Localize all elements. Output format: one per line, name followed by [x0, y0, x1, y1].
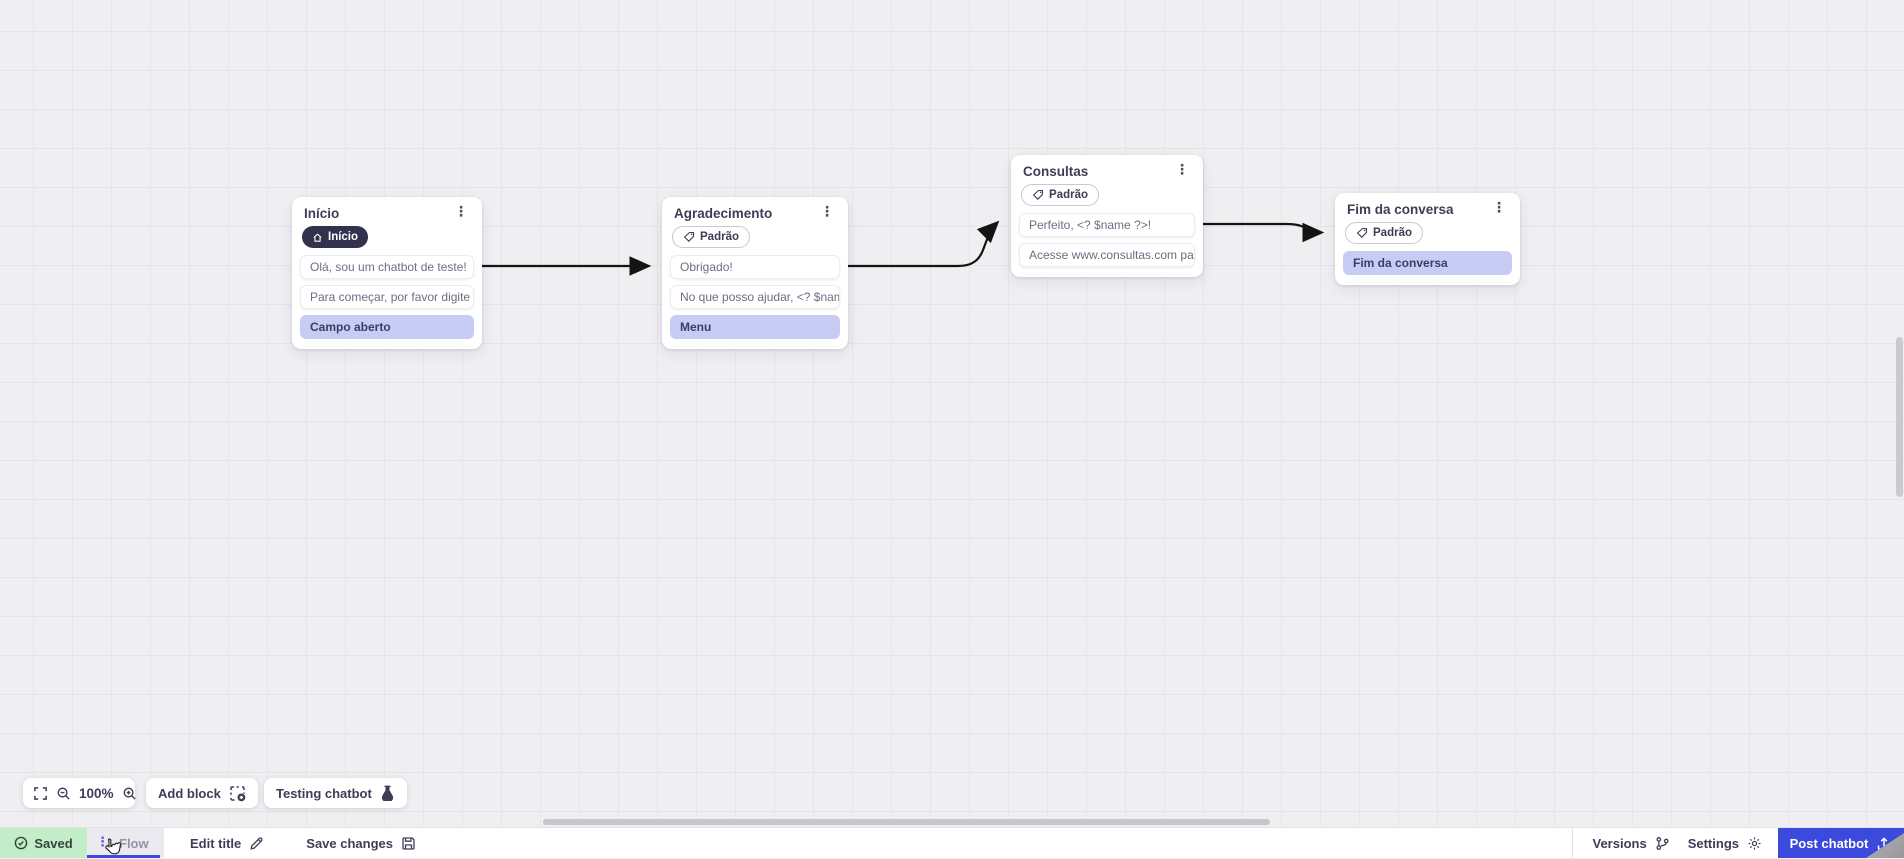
branch-icon: [1656, 836, 1669, 850]
home-icon: [313, 232, 322, 242]
fullscreen-icon: [34, 786, 47, 800]
message-card[interactable]: Para começar, por favor digite o ...: [300, 285, 474, 309]
save-icon: [402, 836, 415, 850]
post-chatbot-button[interactable]: Post chatbot: [1778, 828, 1904, 858]
zoom-out-icon: [57, 787, 70, 800]
node-header: Fim da conversa ⋮: [1343, 201, 1512, 218]
flow-node-agradecimento[interactable]: Agradecimento ⋮ Padrão Obrigado! No que …: [662, 197, 848, 349]
zoom-out-button[interactable]: [56, 786, 71, 801]
input-card[interactable]: Menu: [670, 315, 840, 339]
edge-consultas-fim: [1203, 222, 1325, 243]
badge-label: Padrão: [700, 231, 739, 243]
horizontal-scrollbar[interactable]: [543, 819, 1270, 825]
node-type-badge: Padrão: [1021, 184, 1099, 206]
node-type-badge: Padrão: [672, 226, 750, 248]
upload-icon: [1878, 836, 1891, 850]
fullscreen-button[interactable]: [33, 786, 48, 801]
flow-node-fim-da-conversa[interactable]: Fim da conversa ⋮ Padrão Fim da conversa: [1335, 193, 1520, 285]
kebab-menu-icon[interactable]: ⋮: [454, 204, 468, 220]
statusbar-divider: [1571, 827, 1573, 859]
flow-connections: [482, 220, 1325, 276]
node-title: Agradecimento: [674, 206, 773, 221]
input-card[interactable]: Fim da conversa: [1343, 251, 1512, 275]
edit-title-button[interactable]: Edit title: [190, 836, 264, 851]
vertical-scrollbar[interactable]: [1896, 337, 1903, 497]
input-card[interactable]: Campo aberto: [300, 315, 474, 339]
tag-icon: [1356, 227, 1368, 238]
zoom-toolbar: 100%: [23, 778, 137, 808]
kebab-menu-icon[interactable]: ⋮: [820, 204, 834, 220]
message-card[interactable]: No que posso ajudar, <? $name ...: [670, 285, 840, 309]
settings-button[interactable]: Settings: [1688, 836, 1762, 851]
tag-icon: [683, 231, 695, 242]
flow-node-consultas[interactable]: Consultas ⋮ Padrão Perfeito, <? $name ?>…: [1011, 155, 1203, 277]
add-block-label: Add block: [158, 785, 221, 801]
message-card[interactable]: Acesse www.consultas.com par...: [1019, 243, 1195, 267]
message-card[interactable]: Perfeito, <? $name ?>!: [1019, 213, 1195, 237]
edge-agradecimento-consultas: [848, 220, 1000, 268]
tag-icon: [1032, 189, 1044, 200]
node-header: Consultas ⋮: [1019, 163, 1195, 180]
badge-label: Início: [328, 231, 359, 243]
badge-label: Padrão: [1049, 189, 1088, 201]
tab-flow[interactable]: ⋮ Flow: [87, 828, 164, 858]
add-block-button[interactable]: Add block: [146, 778, 258, 808]
flow-node-inicio[interactable]: Início ⋮ Início Olá, sou um chatbot de t…: [292, 197, 482, 349]
saved-label: Saved: [34, 835, 73, 851]
flow-tab-label: Flow: [119, 835, 149, 851]
save-changes-button[interactable]: Save changes: [306, 836, 416, 851]
flask-icon: [381, 785, 393, 801]
message-card[interactable]: Obrigado!: [670, 255, 840, 279]
tab-kebab-icon[interactable]: ⋮: [96, 835, 109, 850]
save-changes-label: Save changes: [306, 835, 393, 851]
status-bar: Saved ⋮ Flow Edit title Save changes Ver…: [0, 827, 1904, 859]
message-card[interactable]: Olá, sou um chatbot de teste!: [300, 255, 474, 279]
testing-chatbot-label: Testing chatbot: [276, 785, 372, 801]
node-title: Consultas: [1023, 164, 1089, 179]
badge-label: Padrão: [1373, 227, 1412, 239]
node-type-badge: Padrão: [1345, 222, 1423, 244]
node-header: Início ⋮: [300, 205, 474, 222]
versions-button[interactable]: Versions: [1593, 836, 1670, 851]
node-header: Agradecimento ⋮: [670, 205, 840, 222]
versions-label: Versions: [1592, 835, 1647, 851]
edit-title-label: Edit title: [190, 835, 242, 851]
gear-icon: [1748, 837, 1761, 849]
kebab-menu-icon[interactable]: ⋮: [1492, 200, 1506, 216]
settings-label: Settings: [1687, 835, 1739, 851]
zoom-level: 100%: [79, 785, 114, 801]
testing-chatbot-button[interactable]: Testing chatbot: [264, 778, 407, 808]
node-title: Início: [304, 206, 340, 221]
node-type-badge: Início: [302, 226, 369, 248]
saved-status-badge: Saved: [0, 828, 87, 858]
zoom-in-button[interactable]: [122, 786, 137, 801]
pencil-icon: [250, 836, 263, 850]
post-chatbot-label: Post chatbot: [1789, 835, 1869, 851]
kebab-menu-icon[interactable]: ⋮: [1175, 162, 1189, 178]
flow-canvas[interactable]: Início ⋮ Início Olá, sou um chatbot de t…: [0, 0, 1904, 827]
check-circle-icon: [15, 836, 28, 850]
zoom-in-icon: [123, 787, 136, 800]
node-title: Fim da conversa: [1347, 202, 1454, 217]
add-block-icon: [230, 785, 246, 801]
